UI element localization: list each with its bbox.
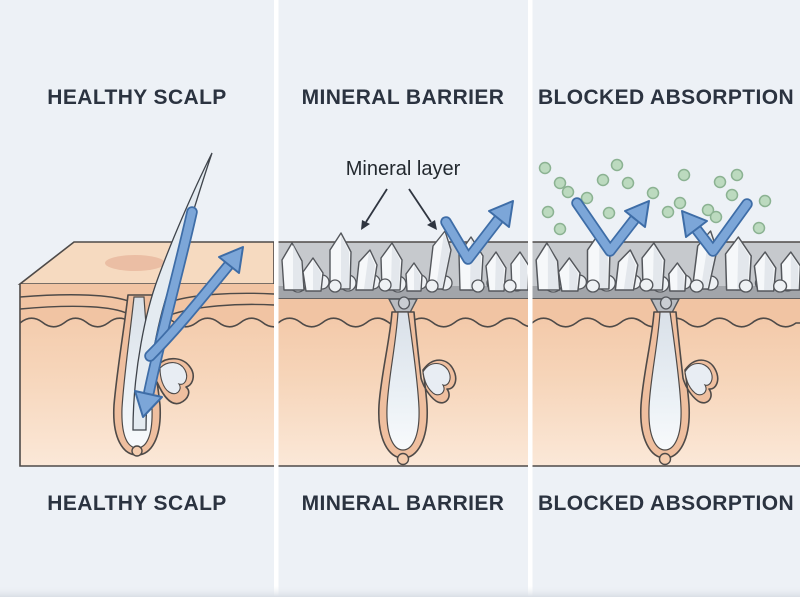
mineral-layer-annotation: Mineral layer <box>345 158 461 180</box>
bounce-arrow-icon <box>440 200 514 265</box>
particle-icon <box>561 185 575 199</box>
panel-divider <box>528 0 533 597</box>
sebaceous-gland-icon <box>159 362 188 395</box>
particle-icon <box>602 206 616 220</box>
panel-art-blocked-absorption <box>531 158 800 467</box>
green-particles <box>538 158 772 236</box>
particle-icon <box>580 191 594 205</box>
skin-blush <box>105 255 165 271</box>
panel-title-healthy-scalp-bottom: HEALTHY SCALP <box>47 492 227 515</box>
particle-icon <box>596 173 610 187</box>
particle-icon <box>553 176 567 190</box>
particle-icon <box>553 222 567 236</box>
particle-icon <box>538 161 552 175</box>
panel-art-mineral-barrier <box>277 188 543 467</box>
panel-title-healthy-scalp-top: HEALTHY SCALP <box>47 86 227 109</box>
panel-title-mineral-barrier-bottom: MINERAL BARRIER <box>301 492 505 515</box>
panel-divider <box>274 0 279 597</box>
particle-icon <box>621 176 635 190</box>
particle-icon <box>709 210 723 224</box>
absorption-arrow-icon <box>144 246 244 362</box>
particle-icon <box>725 188 739 202</box>
particle-icon <box>701 203 715 217</box>
particle-icon <box>730 168 744 182</box>
particle-icon <box>646 186 660 200</box>
particle-icon <box>673 196 687 210</box>
bounce-arrow-icon <box>681 198 753 257</box>
particle-icon <box>713 175 727 189</box>
particle-icon <box>758 194 772 208</box>
particle-icon <box>661 205 675 219</box>
bounce-arrow-icon <box>571 197 650 257</box>
annotation-arrows <box>361 188 437 230</box>
particle-icon <box>677 168 691 182</box>
epidermis-lines <box>19 292 275 316</box>
particle-icon <box>752 221 766 235</box>
absorption-arrow-icon <box>134 206 198 418</box>
panel-title-blocked-absorption-top: BLOCKED ABSORPTION <box>537 86 795 109</box>
panel-art-healthy-scalp <box>17 152 285 467</box>
panel-title-blocked-absorption-bottom: BLOCKED ABSORPTION <box>537 492 795 515</box>
panel-title-mineral-barrier-top: MINERAL BARRIER <box>301 86 505 109</box>
bottom-shadow <box>0 586 800 597</box>
particle-icon <box>610 158 624 172</box>
particle-icon <box>541 205 555 219</box>
